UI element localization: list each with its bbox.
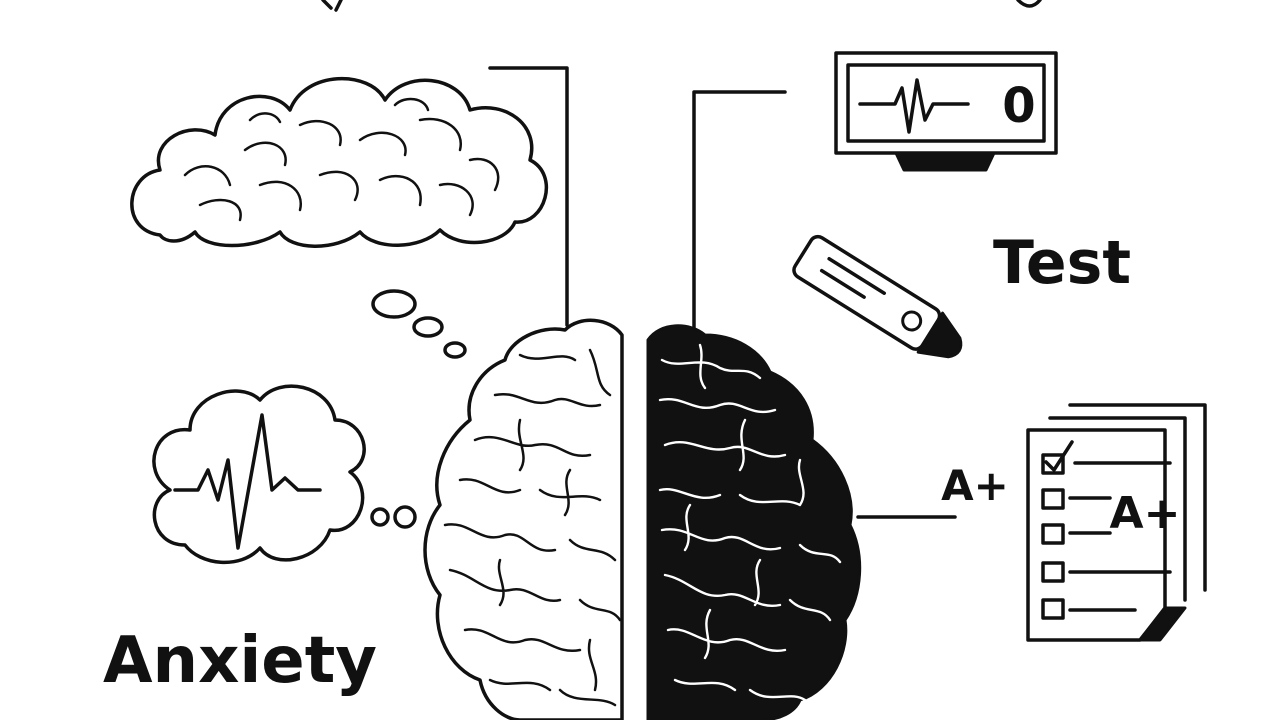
cloud-thought-icon: [130, 77, 549, 248]
thought-bubbles-lower: [370, 505, 417, 529]
connector-cloud-to-brain: [488, 66, 569, 327]
brain-icon: [423, 318, 862, 720]
test-label: Test: [993, 228, 1131, 298]
anxiety-label: Anxiety: [103, 624, 377, 698]
connector-lines: [488, 66, 957, 519]
grade-label-paper: A+: [1110, 488, 1181, 539]
cropped-title-fragments: [321, 0, 1042, 12]
grade-label-left: A+: [941, 461, 1009, 510]
ecg-monitor-icon: 0: [834, 51, 1058, 172]
anxiety-pulse-cloud-icon: [152, 384, 366, 564]
test-tube-icon: [792, 234, 963, 359]
graded-test-paper-icon: A+: [1026, 403, 1207, 642]
thought-bubbles-upper: [371, 289, 467, 359]
monitor-reading: 0: [1002, 78, 1035, 134]
connector-monitor-to-brain: [692, 90, 787, 332]
